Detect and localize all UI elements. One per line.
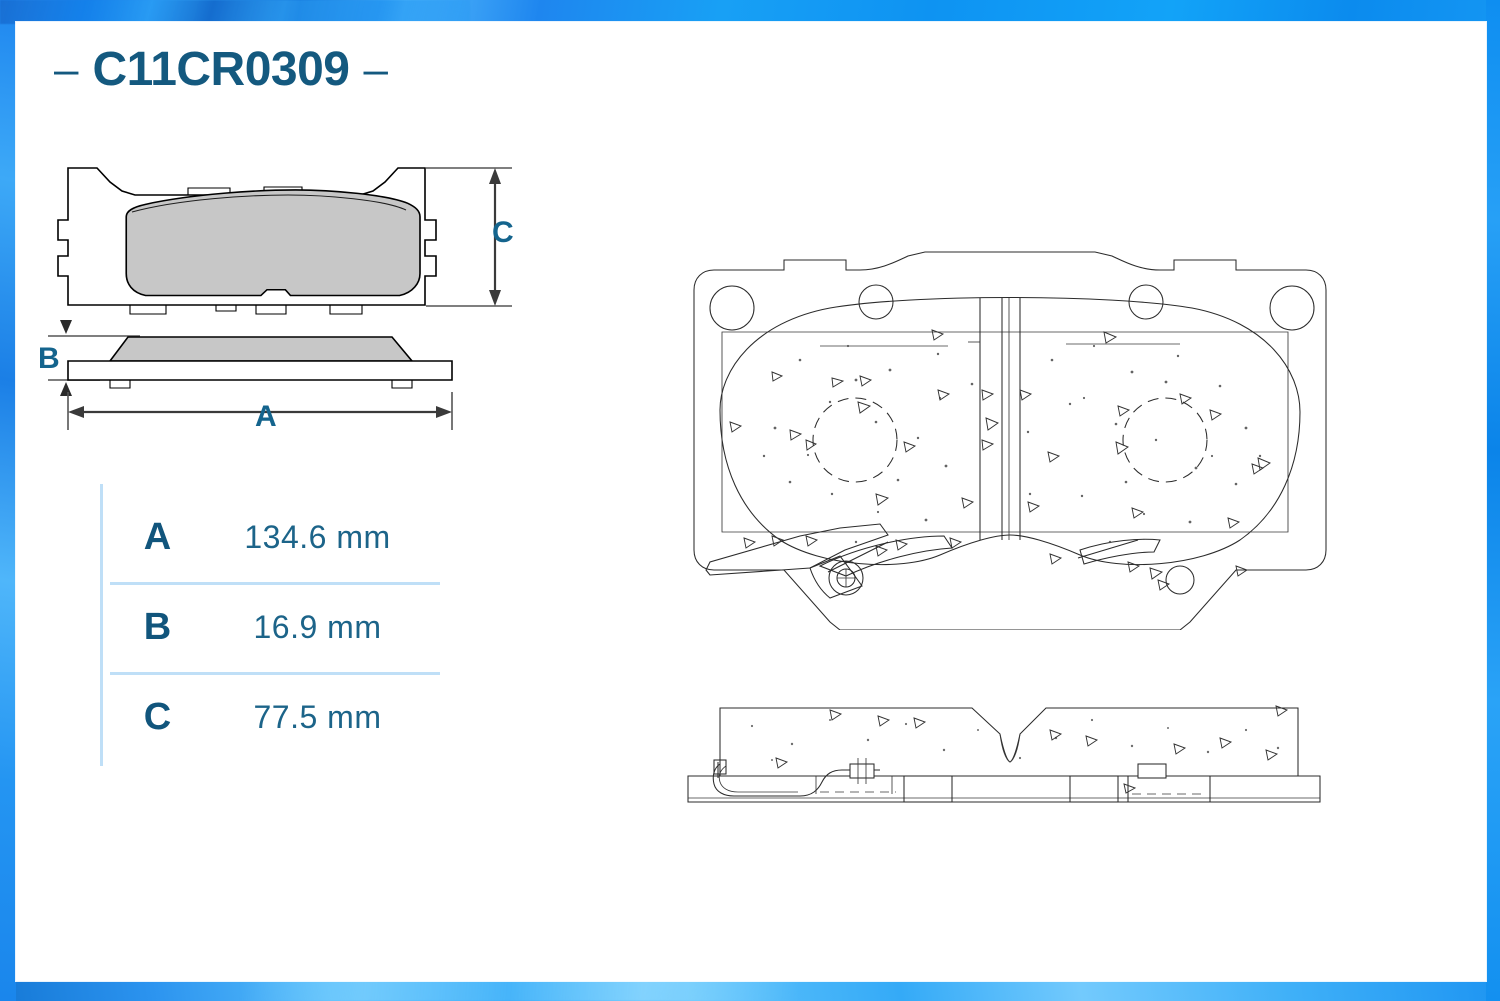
dimension-key: A	[143, 515, 172, 558]
dimension-key: B	[143, 605, 172, 648]
frame-splash-top	[0, 0, 470, 24]
dimension-letter-a: A	[255, 400, 277, 433]
table-row: C 77.5 mm	[110, 672, 440, 762]
brake-pad-side-view	[48, 320, 453, 430]
frame-band-right	[1486, 0, 1500, 1001]
frame-band-left	[0, 0, 16, 1001]
dimension-key: C	[143, 695, 172, 738]
table-vertical-divider	[100, 484, 103, 766]
dimension-letter-c: C	[492, 216, 514, 249]
brake-pad-front-view	[57, 167, 512, 315]
dimension-value: 16.9 mm	[253, 608, 382, 645]
table-row: A 134.6 mm	[110, 492, 430, 582]
caliper-assembly-side-view	[687, 705, 1321, 803]
product-code: C11CR0309	[92, 43, 350, 96]
frame-band-top	[0, 0, 1500, 22]
dimension-value: 77.5 mm	[253, 698, 382, 735]
dimension-table: A 134.6 mm B 16.9 mm C 77.5 mm	[110, 492, 440, 762]
dimension-value: 134.6 mm	[244, 518, 391, 555]
caliper-assembly-front-view	[693, 251, 1327, 630]
frame-splash-bottom	[240, 979, 800, 1001]
frame-band-bottom	[0, 981, 1500, 1001]
table-row: B 16.9 mm	[110, 582, 440, 672]
page-title: – C11CR0309 –	[54, 46, 388, 94]
title-dash-left: –	[54, 45, 79, 94]
title-dash-right: –	[363, 45, 388, 94]
dimension-letter-b: B	[38, 342, 60, 375]
content-area	[16, 22, 1486, 981]
